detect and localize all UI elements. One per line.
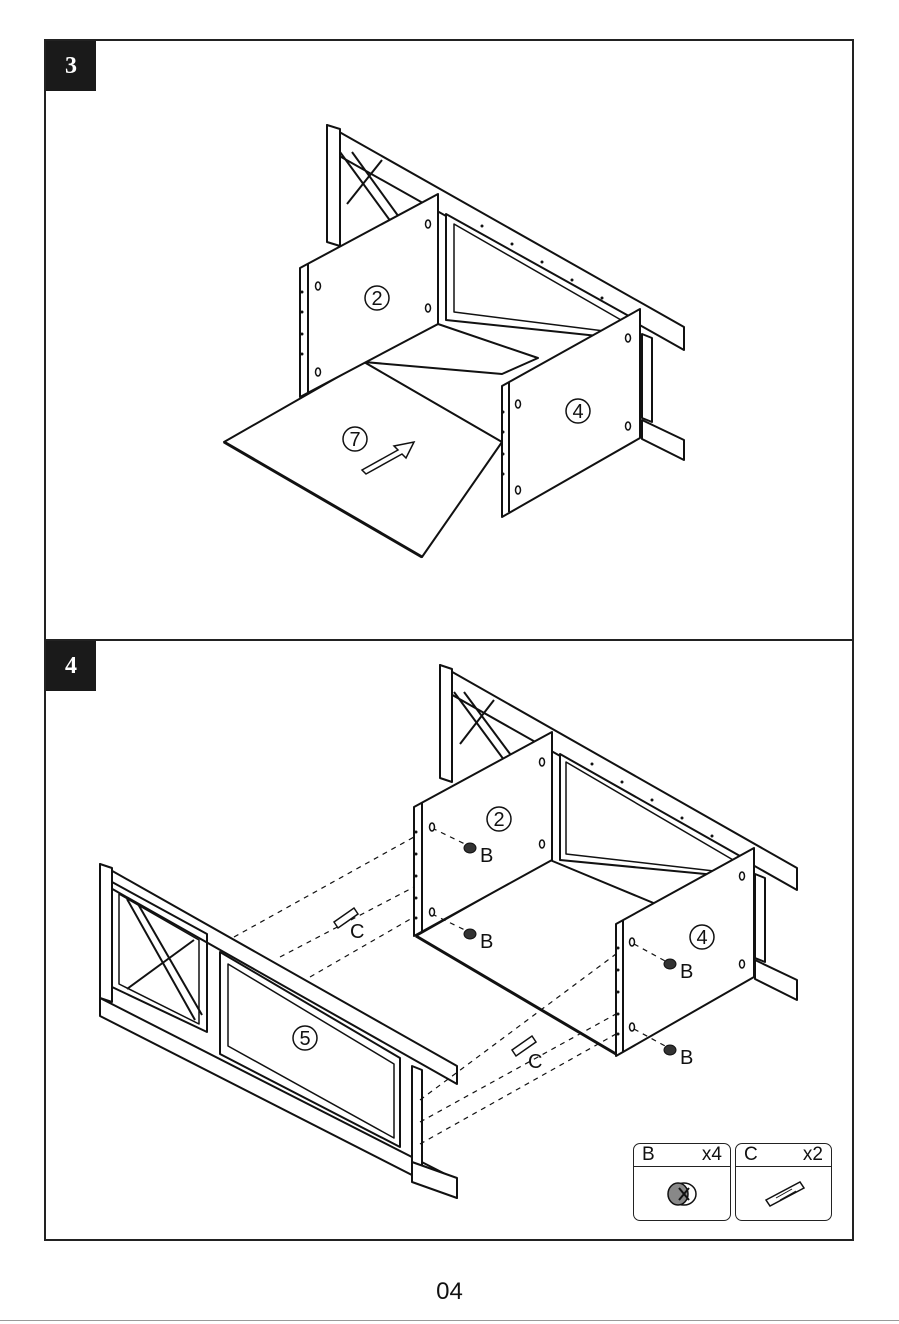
part-label-5: 5: [299, 1028, 310, 1050]
step-4-panel: 4: [44, 639, 854, 1241]
middle-panel: [502, 309, 640, 517]
hardware-legend-c: C x2: [735, 1143, 832, 1221]
back-frame-post: [440, 665, 452, 782]
back-frame-leg: [755, 960, 797, 1000]
part-label-2: 2: [493, 809, 504, 831]
back-frame-leg: [755, 874, 765, 962]
hardware-code: B: [642, 1144, 655, 1166]
hardware-quantity: x4: [702, 1144, 722, 1166]
back-frame-leg: [642, 334, 652, 422]
bottom-board: [224, 362, 502, 557]
cam-lock-icon: [634, 1168, 730, 1220]
cam-lock-callout: B: [480, 845, 493, 867]
part-label-2: 2: [371, 288, 382, 310]
part-label-4: 4: [572, 401, 583, 423]
bottom-divider: [0, 1320, 899, 1321]
back-frame-leg: [642, 420, 684, 460]
cam-lock-callout: B: [680, 1047, 693, 1069]
step-3-panel: 3: [44, 39, 854, 641]
part-label-4: 4: [696, 927, 707, 949]
back-frame-post: [327, 125, 340, 246]
step-3-drawing: 2 4 7: [46, 41, 852, 639]
hardware-code: C: [744, 1144, 758, 1166]
cam-lock-callout: B: [480, 931, 493, 953]
hardware-legend-b: B x4: [633, 1143, 731, 1221]
middle-panel: [616, 848, 754, 1056]
dowel-callout: C: [528, 1051, 542, 1073]
cam-lock-callout: B: [680, 961, 693, 983]
part-label-7: 7: [349, 429, 360, 451]
page-number: 04: [0, 1278, 899, 1306]
step-4-drawing: B B B B C C 2 4 5: [46, 641, 852, 1239]
wood-dowel-icon: [736, 1168, 831, 1220]
front-frame: [100, 864, 457, 1084]
dowel-callout: C: [350, 921, 364, 943]
hardware-quantity: x2: [803, 1144, 823, 1166]
